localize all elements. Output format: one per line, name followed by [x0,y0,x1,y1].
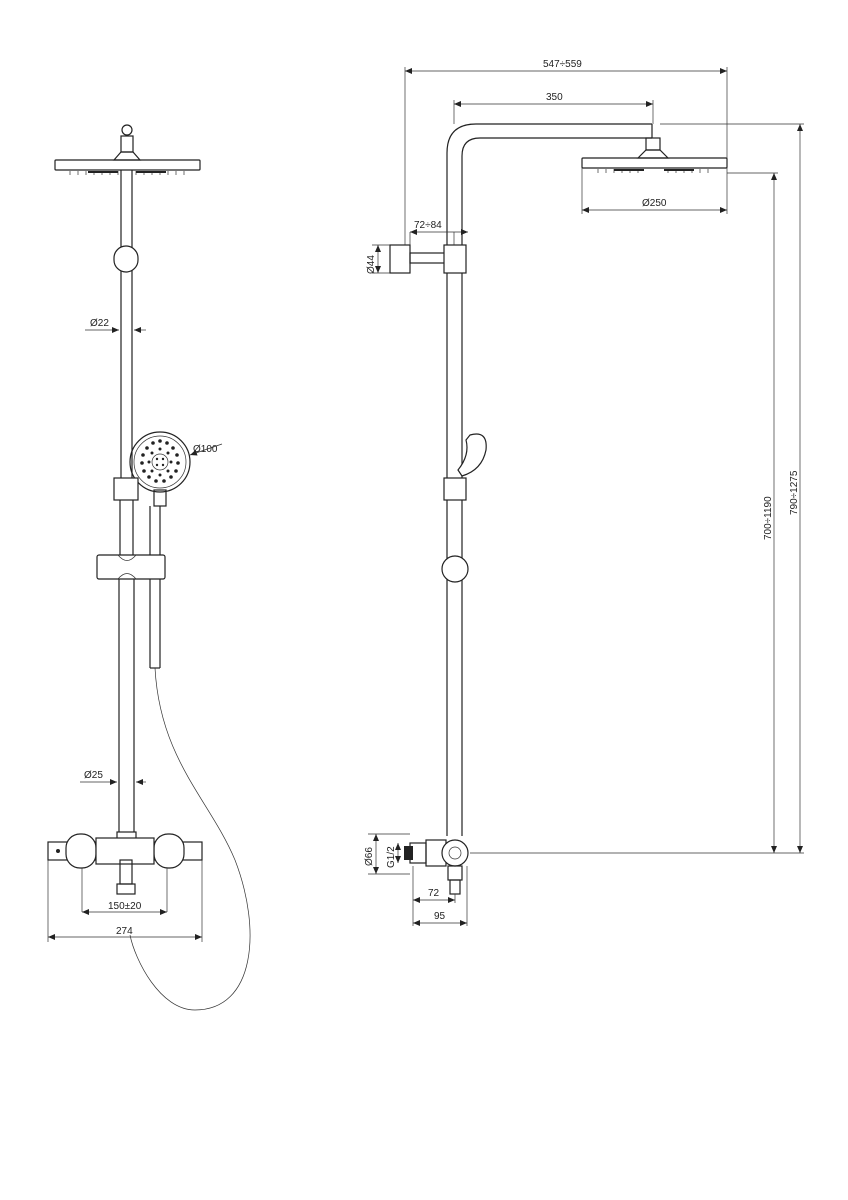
dim-connector-diameter: Ø66 [364,847,375,866]
head-nozzles-front [69,171,185,175]
dim-lower-pipe-diameter: Ø25 [84,770,103,781]
shower-hose [129,667,251,1011]
dim-wall-bracket-offset: 72÷84 [414,220,442,231]
dim-wall-bracket-diameter: Ø44 [366,255,377,274]
dim-arm-length: 350 [546,92,563,103]
slide-rail-front [96,477,166,669]
front-view: Ø22 Ø100 Ø25 150±20 274 [47,124,251,1011]
dim-handshower-diameter: Ø100 [193,444,218,455]
dim-upper-pipe-diameter: Ø22 [90,318,109,329]
head-shower-side [581,137,728,173]
dim-head-height: 700÷1190 [763,496,774,540]
wall-bracket-side [389,244,467,274]
handshower-front [129,431,191,507]
mixer-front [47,833,203,912]
head-shower-front [54,124,201,175]
dim-mixer-width: 274 [116,926,133,937]
side-dimensions: 547÷559 350 Ø250 72÷84 Ø44 [364,59,804,926]
dim-mixer-offset-b: 95 [434,911,446,922]
dim-head-diameter: Ø250 [642,198,667,209]
dim-mixer-offset-a: 72 [428,888,440,899]
handshower-side [441,433,487,583]
dim-inlet-spacing: 150±20 [108,901,142,912]
side-view: 547÷559 350 Ø250 72÷84 Ø44 [364,59,804,926]
dim-total-height: 790÷1275 [789,470,800,515]
dim-thread: G1/2 [386,846,397,868]
mixer-side [404,839,469,895]
lower-pipe-front [116,579,137,841]
handshower-holes [140,439,180,483]
side-pipe [446,123,653,836]
front-dimensions: Ø22 Ø100 Ø25 150±20 274 [47,318,223,942]
upper-pipe-front [113,170,139,478]
dim-overall-projection: 547÷559 [543,59,582,70]
